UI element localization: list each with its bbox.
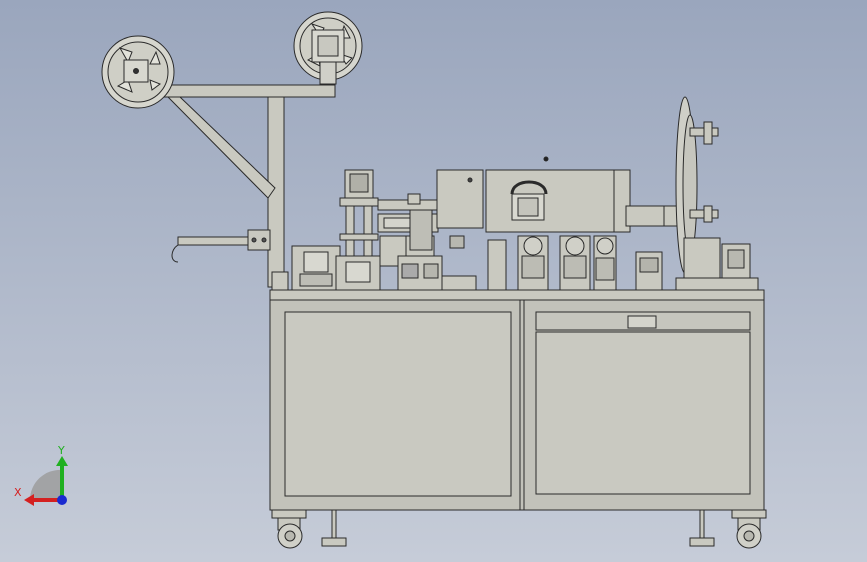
process-station-row <box>517 235 617 291</box>
press-head-station <box>397 209 477 291</box>
z-axis-dot <box>57 495 67 505</box>
center-gantry-main <box>485 156 631 233</box>
left-reel <box>101 35 175 109</box>
x-axis-label: X <box>14 486 22 499</box>
y-axis-arrowhead <box>56 456 68 466</box>
table-top-plate <box>269 289 765 301</box>
base-cabinet <box>269 299 765 511</box>
coordinate-triad: X Y <box>14 444 68 506</box>
center-gantry-left <box>436 169 507 291</box>
side-bracket <box>271 245 341 291</box>
vertical-reel-unit <box>675 96 759 291</box>
right-reel <box>293 11 363 85</box>
y-axis-label: Y <box>57 444 65 457</box>
cylinder-station <box>335 169 381 291</box>
right-caster <box>731 509 767 549</box>
left-caster <box>271 509 307 549</box>
reel-support-frame <box>119 84 336 288</box>
x-axis-arrowhead <box>24 494 34 506</box>
left-leveling-foot <box>321 509 347 547</box>
right-leveling-foot <box>689 509 715 547</box>
triad-sector <box>29 469 62 500</box>
machine-assembly[interactable] <box>101 11 767 549</box>
